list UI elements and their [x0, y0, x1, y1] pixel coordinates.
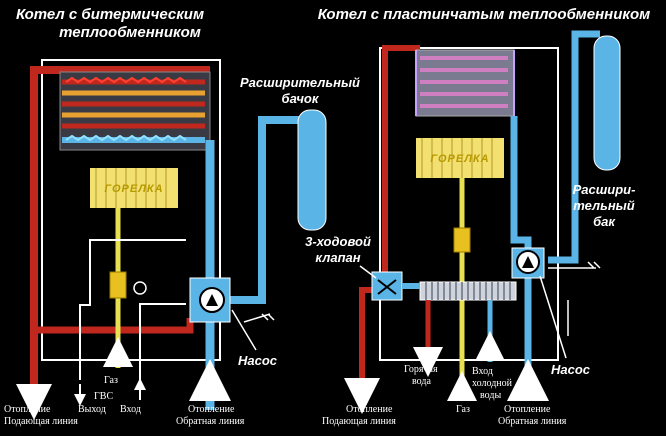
right-valve-label-1: 3-ходовой [305, 234, 371, 249]
right-label-cold-2: холодной [472, 378, 513, 389]
right-label-return-1: Отопление [504, 404, 551, 415]
right-label-return-2: Обратная линия [498, 416, 567, 427]
left-relief-valve [243, 313, 275, 323]
left-title-line1: Котел с битермическим [16, 6, 204, 23]
right-label-supply-2: Подающая линия [322, 416, 396, 427]
right-label-gas: Газ [456, 404, 470, 415]
left-dhw-inlet-pipe [139, 303, 186, 380]
right-label-supply-1: Отопление [346, 404, 393, 415]
left-gas-valve [109, 271, 127, 299]
right-3way-valve-symbol [377, 279, 397, 295]
left-boiler: Котел с битермическим теплообменником Ра… [4, 6, 360, 427]
right-pump-label: Насос [551, 362, 591, 377]
right-pump-arrow [522, 256, 534, 268]
right-supply-pipe [359, 45, 420, 400]
left-burner-label: ГОРЕЛКА [104, 183, 163, 195]
left-label-supply-2: Подающая линия [4, 416, 78, 427]
right-label-hot-2: вода [412, 376, 431, 387]
left-flow-sensor [133, 281, 147, 295]
left-pump-arrow [206, 294, 218, 306]
left-expansion-label-2: бачок [282, 91, 320, 106]
left-bithermal-exchanger [59, 71, 211, 151]
right-expansion-label-1: Расшири- [573, 182, 636, 197]
right-valve-leader [359, 265, 377, 279]
right-casing [379, 47, 559, 361]
right-burner-label: ГОРЕЛКА [430, 153, 489, 165]
right-return-pipe [510, 116, 532, 395]
right-title: Котел с пластинчатым теплообменником [318, 6, 651, 23]
right-expansion-tank [593, 35, 621, 171]
left-label-dhw-in: Вход [120, 404, 141, 415]
left-burner: ГОРЕЛКА [90, 168, 178, 208]
right-expansion-label-3: бак [593, 214, 616, 229]
left-expansion-label-1: Расширительный [240, 75, 360, 90]
left-title-line2: теплообменником [59, 24, 201, 41]
right-plate-exchanger [419, 281, 517, 301]
left-dhw-outlet-pipe [79, 239, 186, 380]
right-label-cold-3: воды [480, 390, 501, 401]
left-expansion-pipe [230, 116, 300, 304]
left-pump-leader [231, 309, 257, 351]
left-label-supply-1: Отопление [4, 404, 51, 415]
left-label-return-2: Обратная линия [176, 416, 245, 427]
right-label-cold-1: Вход [472, 366, 493, 377]
right-expansion-label-2: тельный [573, 198, 635, 213]
right-relief-valve [548, 261, 601, 269]
left-expansion-tank [297, 109, 327, 231]
right-expansion-pipe [548, 30, 600, 264]
left-supply-pipe [30, 66, 210, 410]
right-pump-leader [539, 275, 567, 359]
left-label-dhw-out-1: ГВС [94, 391, 113, 402]
left-bypass-pipe [34, 318, 194, 334]
right-boiler: Котел с пластинчатым теплообменником ГОР… [305, 6, 650, 427]
right-primary-exchanger [415, 49, 515, 117]
right-gas-valve [453, 227, 471, 253]
right-label-hot-1: Горячая [404, 364, 438, 375]
left-pump-label: Насос [238, 353, 278, 368]
right-valve-label-2: клапан [315, 250, 360, 265]
left-label-dhw-out-2: Выход [78, 404, 106, 415]
left-label-return-1: Отопление [188, 404, 235, 415]
left-label-gas: Газ [104, 375, 118, 386]
right-burner: ГОРЕЛКА [416, 138, 504, 178]
